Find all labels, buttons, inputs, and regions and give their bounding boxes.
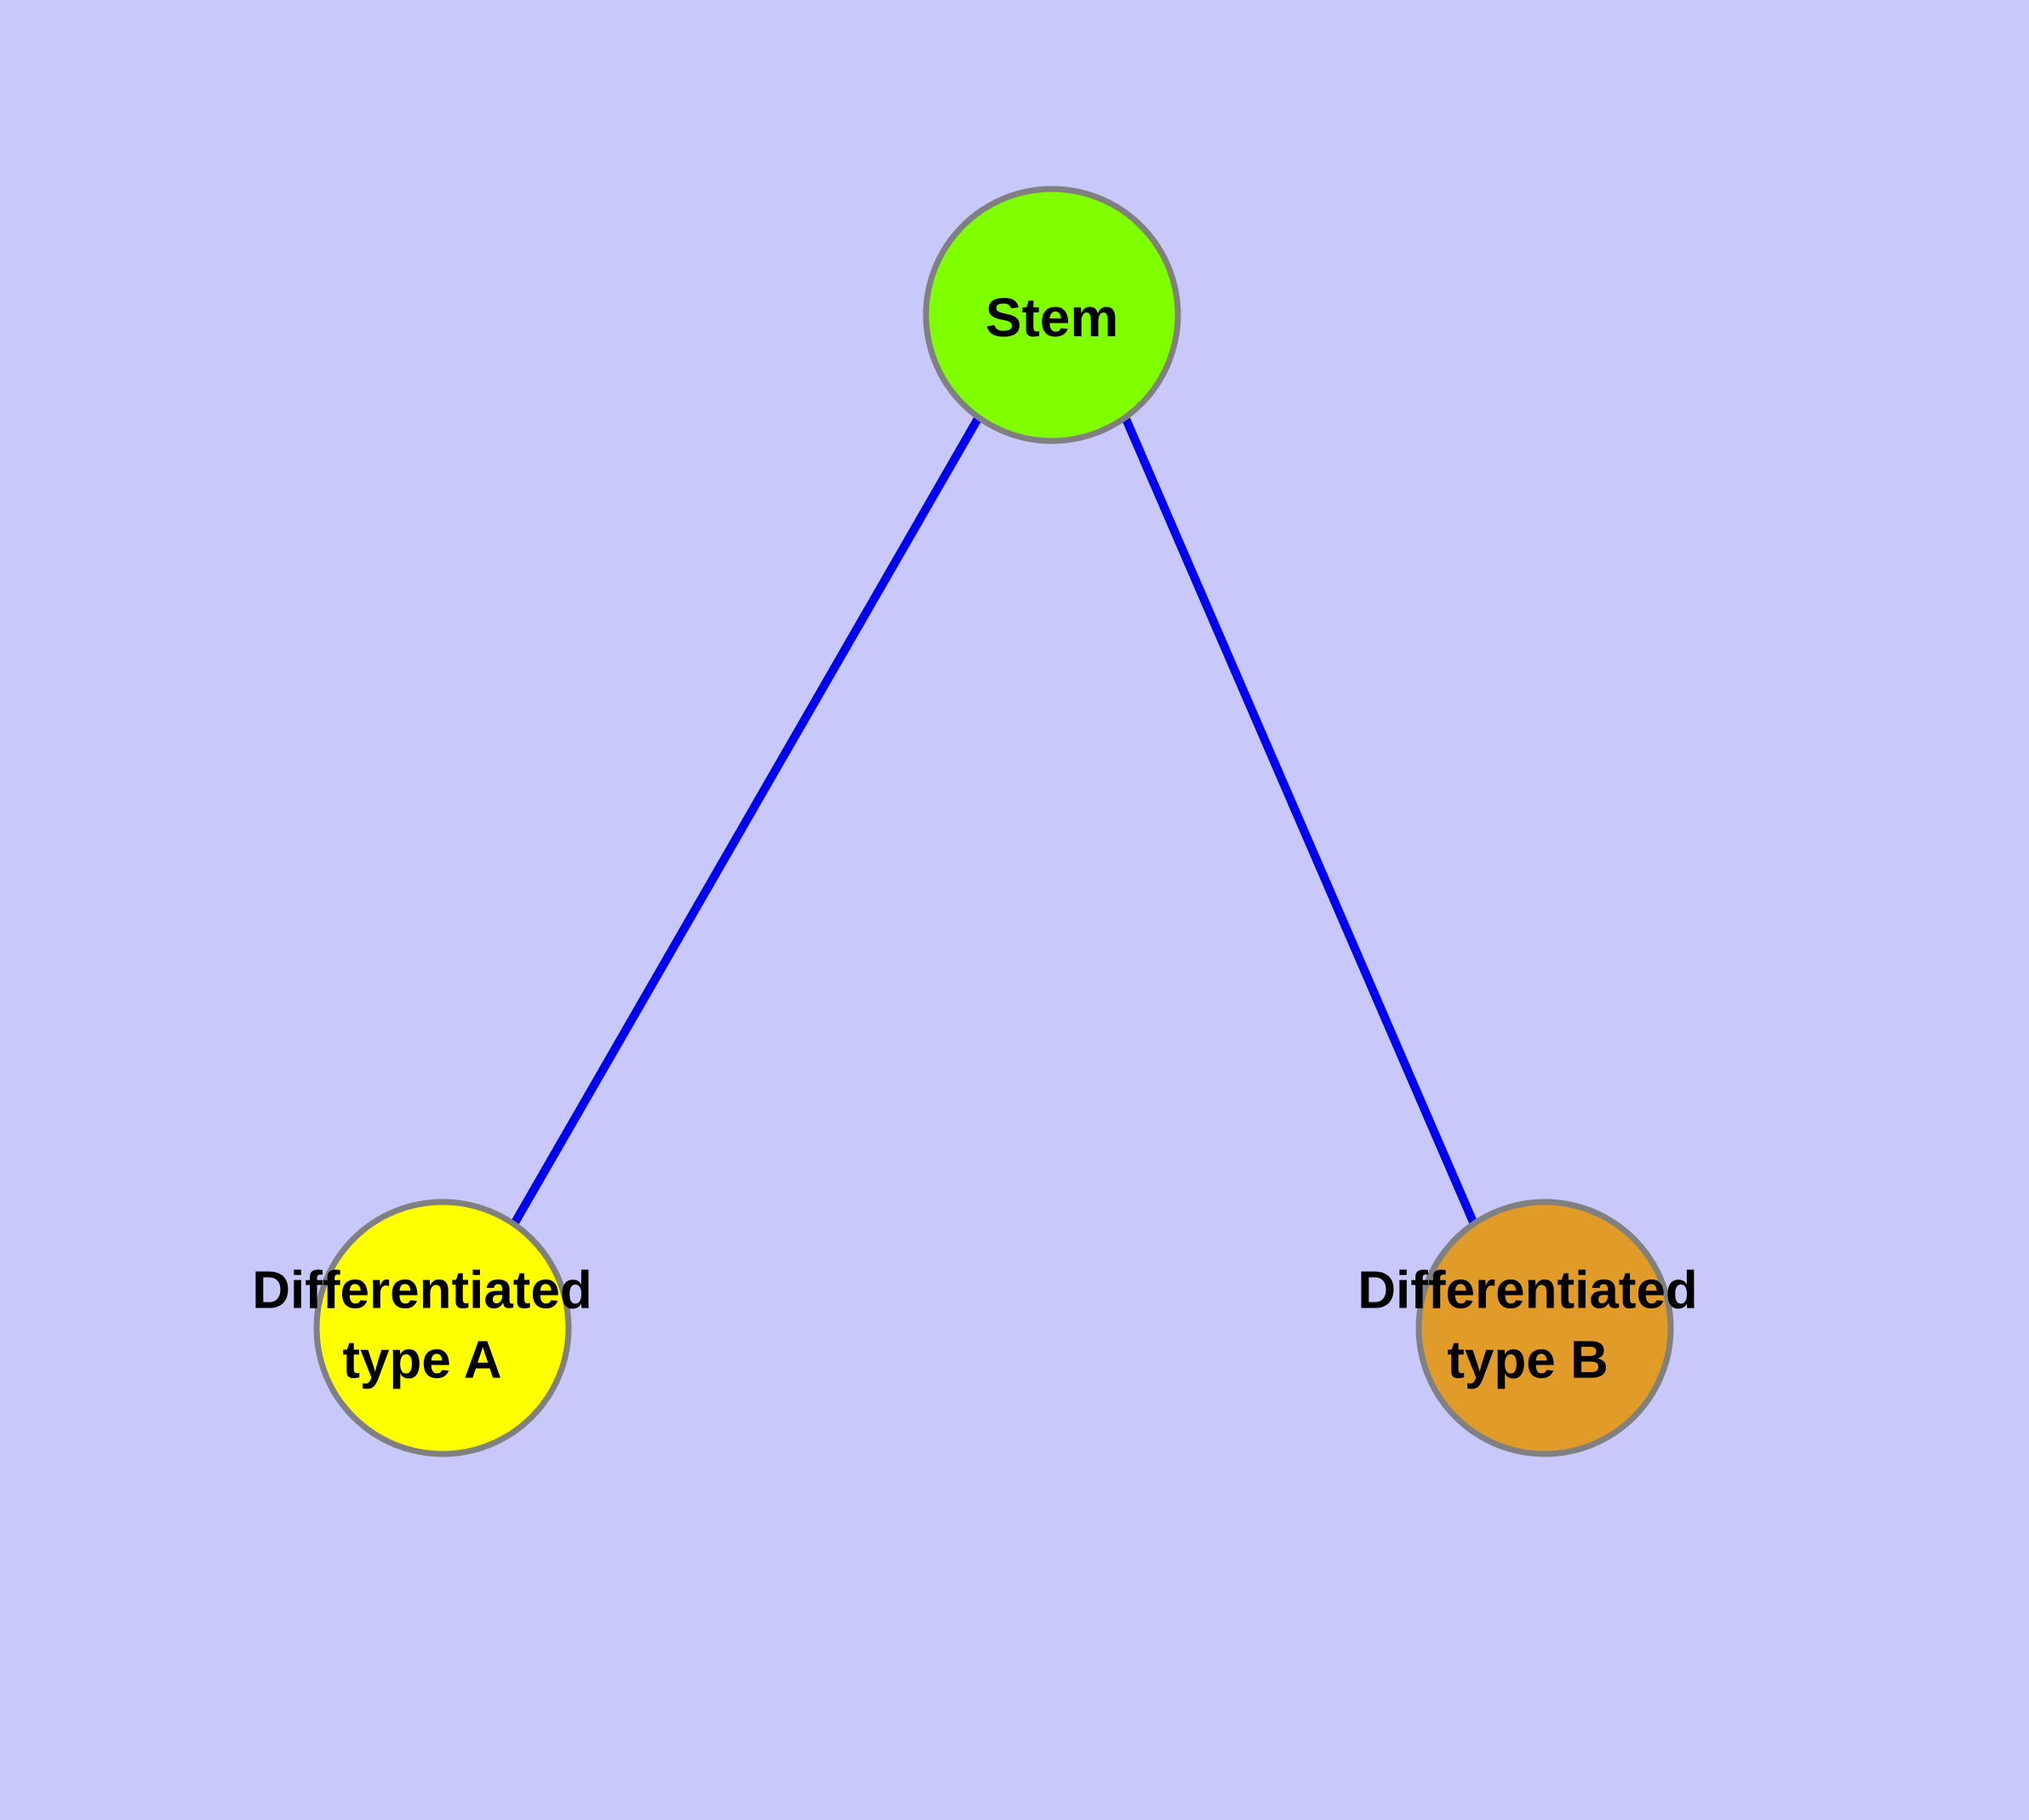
edge-stem-to-differentiated-type-b[interactable] — [1121, 415, 1478, 1226]
edge-stem-to-differentiated-type-a[interactable] — [510, 415, 983, 1227]
label-group: Stem Differentiated type A Differentiate… — [252, 287, 1698, 1389]
node-differentiated-type-b[interactable] — [1415, 1199, 1674, 1457]
node-circle-stem[interactable] — [923, 186, 1181, 444]
node-differentiated-type-a[interactable] — [313, 1199, 572, 1457]
node-circle-differentiated-type-b[interactable] — [1415, 1199, 1674, 1457]
node-label-stem: Stem — [986, 287, 1119, 348]
node-stem[interactable] — [923, 186, 1181, 444]
node-label-differentiated-type-a-line1: Differentiated — [252, 1261, 592, 1319]
node-circle-differentiated-type-a[interactable] — [313, 1199, 572, 1457]
edge-group — [510, 415, 1478, 1227]
node-label-differentiated-type-b-line2: type B — [1447, 1331, 1608, 1389]
node-label-differentiated-type-a-line2: type A — [342, 1331, 501, 1389]
node-label-differentiated-type-b-line1: Differentiated — [1357, 1261, 1698, 1319]
